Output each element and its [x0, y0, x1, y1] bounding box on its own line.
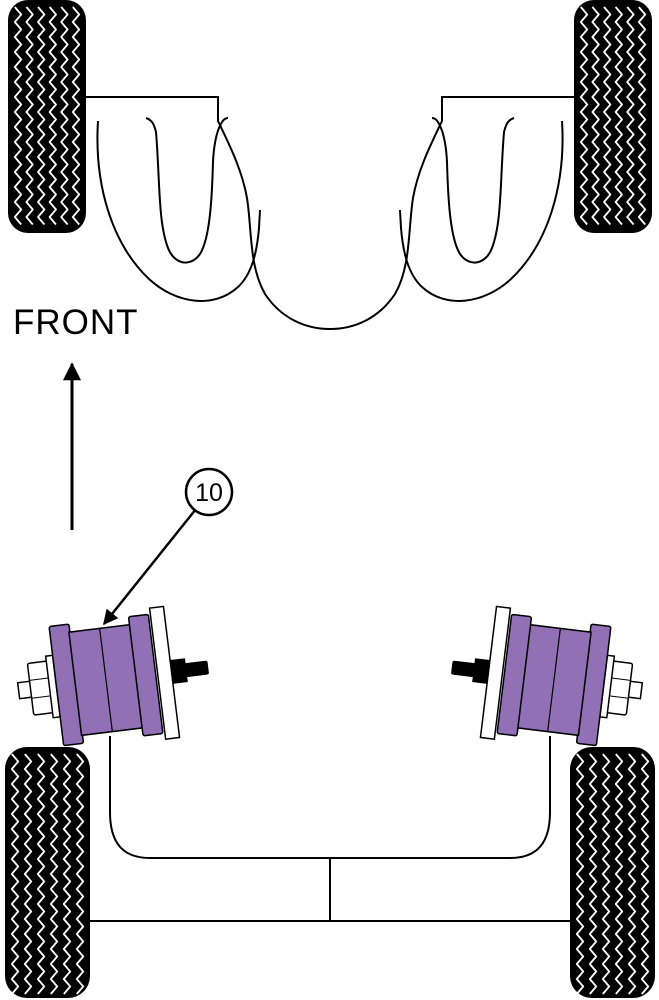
- tire-tread-line: [626, 6, 635, 226]
- rear-beam-bush-right: [442, 601, 651, 757]
- tire-tread-line: [23, 753, 33, 995]
- tire-front-right: [574, 0, 652, 233]
- tire-rear-right: [570, 747, 655, 998]
- tire-tread-line: [603, 6, 612, 226]
- tire-tread-line: [13, 6, 23, 226]
- tire-tread-line: [71, 6, 81, 226]
- tire-tread-line: [10, 753, 20, 995]
- tire-tread-line: [637, 6, 647, 226]
- tire-tread-line: [36, 753, 46, 995]
- subframe-main-outline: [86, 96, 574, 331]
- tire-tread-line: [591, 6, 600, 226]
- tire-tread-line: [49, 753, 59, 995]
- subframe-left-lobe: [96, 120, 261, 302]
- tire-tread-line: [640, 753, 650, 995]
- tire-tread-line: [579, 6, 589, 226]
- callout-number: 10: [195, 479, 223, 507]
- front-subframe-outline: [86, 96, 574, 331]
- tire-tread-line: [60, 6, 69, 226]
- tire-tread-line: [48, 6, 57, 226]
- tire-rear-left: [5, 747, 90, 998]
- subframe-right-lobe: [399, 120, 564, 302]
- front-label: FRONT: [13, 303, 139, 342]
- callout-arrow: [103, 508, 197, 626]
- subframe-left-fork: [145, 117, 229, 264]
- tire-front-left: [8, 0, 86, 233]
- tire-tread-line: [575, 753, 585, 995]
- subframe-right-fork: [431, 117, 515, 264]
- tire-tread-line: [614, 753, 624, 995]
- rear-beam-outline: [90, 736, 570, 922]
- callout-circle: [184, 467, 234, 517]
- tire-tread-line: [75, 753, 85, 995]
- rear-beam-bush-left: [9, 601, 218, 757]
- tire-tread-line: [627, 753, 637, 995]
- tire-tread-line: [588, 753, 598, 995]
- tire-tread-line: [62, 753, 72, 995]
- tire-tread-line: [614, 6, 623, 226]
- tire-tread-line: [601, 753, 611, 995]
- tire-tread-line: [37, 6, 46, 226]
- rear-beam-arms: [109, 736, 551, 859]
- tire-tread-line: [25, 6, 34, 226]
